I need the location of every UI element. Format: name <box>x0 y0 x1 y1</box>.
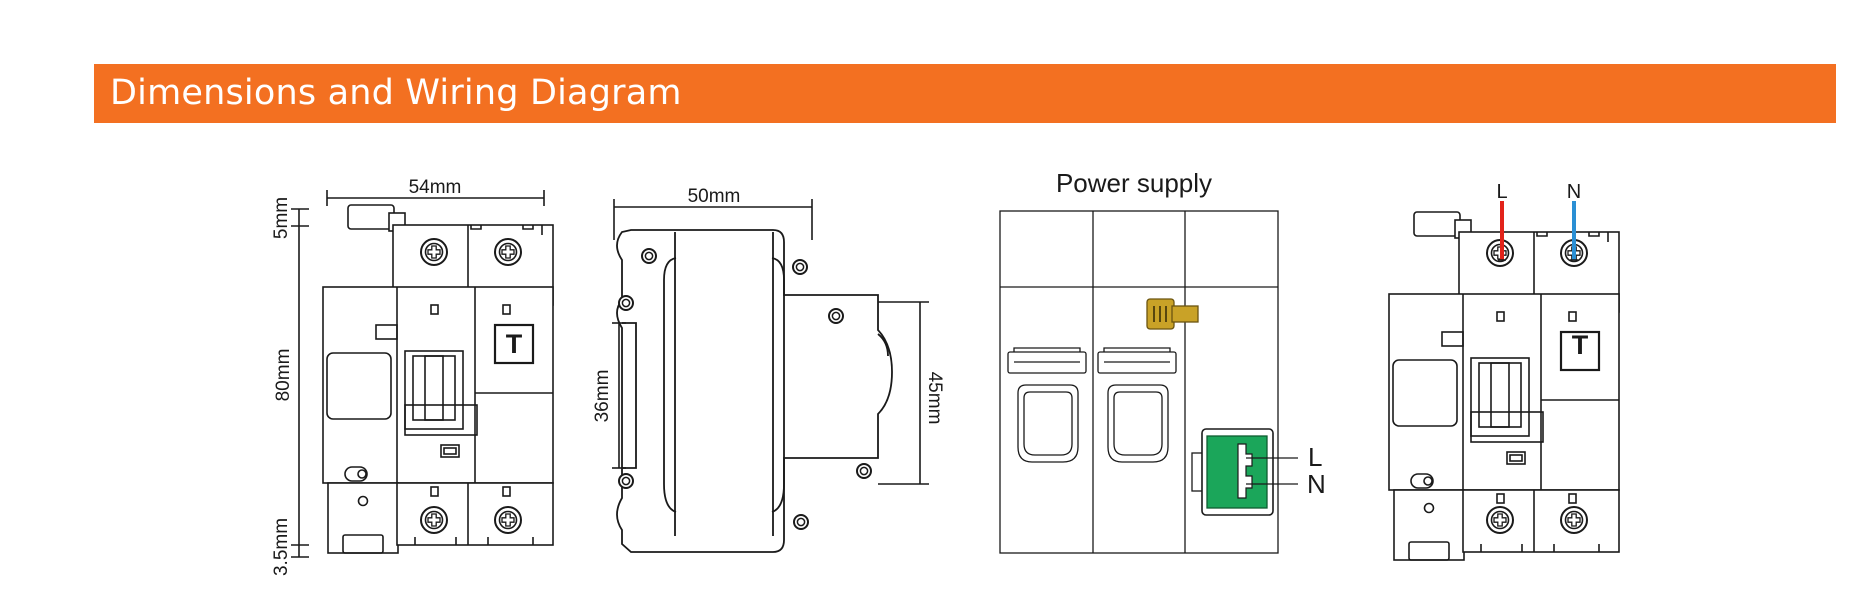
height-36mm-label: 36mm <box>592 370 613 423</box>
wired-view-badge: T <box>1572 330 1589 360</box>
power-l-label: L <box>1308 442 1322 472</box>
front-view-dimensions <box>291 190 545 558</box>
power-terminal-block <box>1191 428 1298 516</box>
height-80mm-label: 80mm <box>273 349 294 402</box>
side-view <box>616 229 893 553</box>
slot-left <box>1007 347 1087 463</box>
page-title: Dimensions and Wiring Diagram <box>110 73 682 113</box>
front-view-badge: T <box>506 329 523 359</box>
n-wire <box>1570 201 1578 261</box>
front-view <box>322 204 554 554</box>
bottom-3-5mm-label: 3.5mm <box>271 518 292 576</box>
height-45mm-label: 45mm <box>924 372 945 425</box>
wired-view <box>1388 211 1620 561</box>
power-supply-title: Power supply <box>1056 168 1212 198</box>
power-n-label: N <box>1307 469 1326 499</box>
l-wire <box>1498 201 1506 261</box>
side-view-dimensions <box>612 199 929 485</box>
top-5mm-label: 5mm <box>271 197 292 239</box>
power-supply-tab <box>1146 298 1199 330</box>
slot-middle <box>1097 347 1177 463</box>
width-54mm-label: 54mm <box>409 177 462 198</box>
wired-n-label: N <box>1567 181 1581 203</box>
power-supply-unit <box>999 210 1279 554</box>
width-50mm-label: 50mm <box>688 186 741 207</box>
wired-l-label: L <box>1496 181 1507 203</box>
header-bar: Dimensions and Wiring Diagram <box>94 64 1836 123</box>
